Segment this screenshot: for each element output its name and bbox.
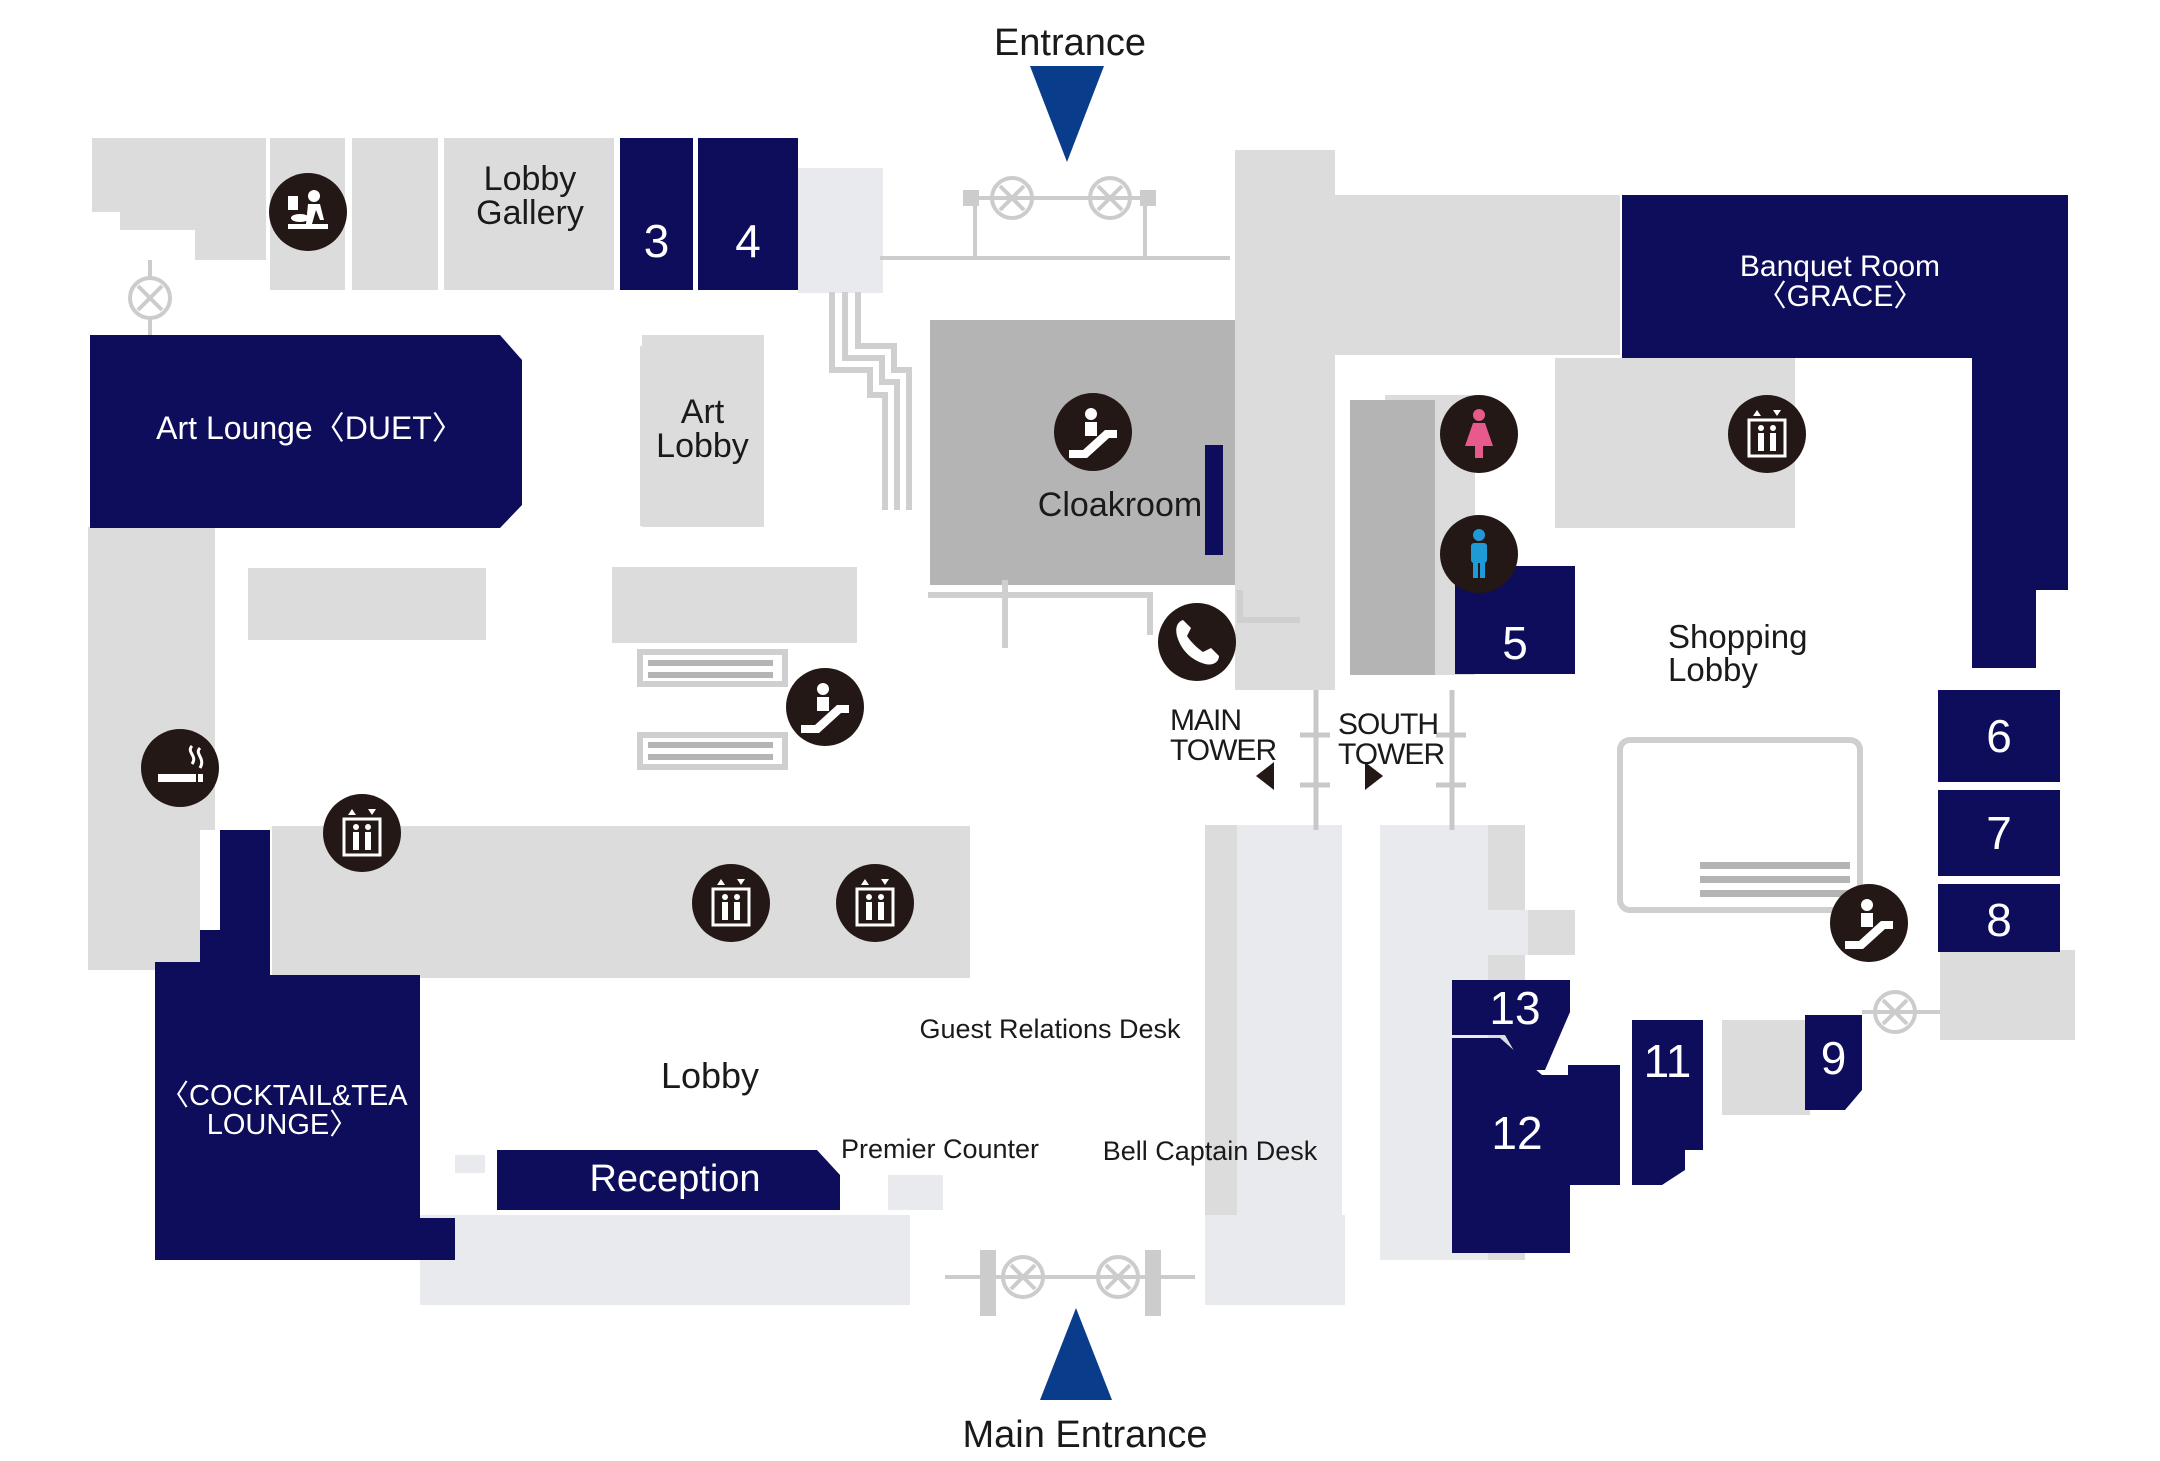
- entrance-arrow: [1030, 66, 1104, 162]
- room-4: [698, 138, 798, 290]
- bell-captain-label: Bell Captain Desk: [1102, 1136, 1318, 1166]
- guest-relations-label: Guest Relations Desk: [919, 1014, 1181, 1044]
- elevator-icon[interactable]: [836, 864, 914, 942]
- room-8-number: 8: [1986, 894, 2012, 946]
- tower-divider: [1300, 690, 1466, 830]
- main-entrance-arrow: [1040, 1308, 1112, 1400]
- banquet-room: [1622, 195, 2068, 668]
- smoking-area-icon[interactable]: [141, 729, 219, 807]
- rooms: [90, 138, 2068, 1260]
- shopping-lobby-label: Shopping Lobby: [1668, 618, 1808, 688]
- stairs: [637, 292, 1863, 913]
- stair-block: [1350, 400, 1435, 675]
- room-3-number: 3: [643, 215, 670, 267]
- elevator-icon[interactable]: [323, 794, 401, 872]
- premier-counter-label: Premier Counter: [840, 1134, 1040, 1164]
- room-3: [620, 138, 693, 290]
- south-tower-label: SOUTH TOWER: [1338, 708, 1445, 771]
- baby-changing-icon[interactable]: [269, 173, 347, 251]
- gallery-seating: [248, 568, 486, 640]
- room-5-number: 5: [1502, 617, 1528, 669]
- room-11: [1632, 1020, 1703, 1185]
- escalator-steps: [648, 370, 1850, 897]
- lobby-seating: [612, 567, 857, 643]
- south-tower-arrow: [1365, 762, 1383, 790]
- room-9: [1805, 1015, 1862, 1110]
- reception-counter: [497, 1150, 840, 1210]
- art-lounge-room: [90, 335, 522, 528]
- female-restroom-icon[interactable]: [1440, 395, 1518, 473]
- elevator-icon[interactable]: [692, 864, 770, 942]
- banquet-room-label: Banquet Room 〈GRACE〉: [1739, 250, 1941, 313]
- entrance-label: Entrance: [993, 22, 1147, 64]
- room-13: [1452, 980, 1570, 1070]
- room-11-number: 11: [1643, 1035, 1692, 1087]
- escalator-icon[interactable]: [1054, 393, 1132, 471]
- room-8: [1938, 884, 2060, 952]
- room-7: [1938, 790, 2060, 876]
- cocktail-lounge-label: 〈COCKTAIL&TEA LOUNGE〉: [160, 1080, 408, 1141]
- cloakroom-label: Cloakroom: [1037, 486, 1203, 524]
- telephone-icon[interactable]: [1158, 603, 1236, 681]
- room-7-number: 7: [1986, 807, 2012, 859]
- cloak-door: [1205, 445, 1223, 555]
- room-9-number: 9: [1820, 1032, 1847, 1084]
- elevator-icon[interactable]: [1728, 395, 1806, 473]
- room-13-number: 13: [1489, 982, 1541, 1034]
- room-6: [1938, 690, 2060, 782]
- gate-posts: [963, 190, 1161, 1316]
- main-entrance-label: Main Entrance: [962, 1414, 1208, 1456]
- art-lounge-label: Art Lounge〈DUET〉: [156, 410, 464, 446]
- main-tower-label: MAIN TOWER: [1170, 704, 1277, 767]
- male-restroom-icon[interactable]: [1440, 515, 1518, 593]
- room-12: [1452, 1038, 1620, 1253]
- art-lobby-area: [642, 335, 764, 527]
- room-6-number: 6: [1986, 710, 2012, 762]
- reception-label: Reception: [589, 1158, 761, 1200]
- room-12-number: 12: [1491, 1107, 1543, 1159]
- escalator-icon[interactable]: [786, 668, 864, 746]
- lobby-gallery-label: Lobby Gallery: [476, 160, 584, 232]
- cocktail-lounge-room: [155, 830, 455, 1260]
- escalator-icon[interactable]: [1830, 884, 1908, 962]
- main-tower-arrow: [1256, 762, 1274, 790]
- room-4-number: 4: [735, 215, 761, 267]
- art-lobby-label: Art Lobby: [656, 393, 749, 465]
- lobby-label: Lobby: [660, 1055, 760, 1096]
